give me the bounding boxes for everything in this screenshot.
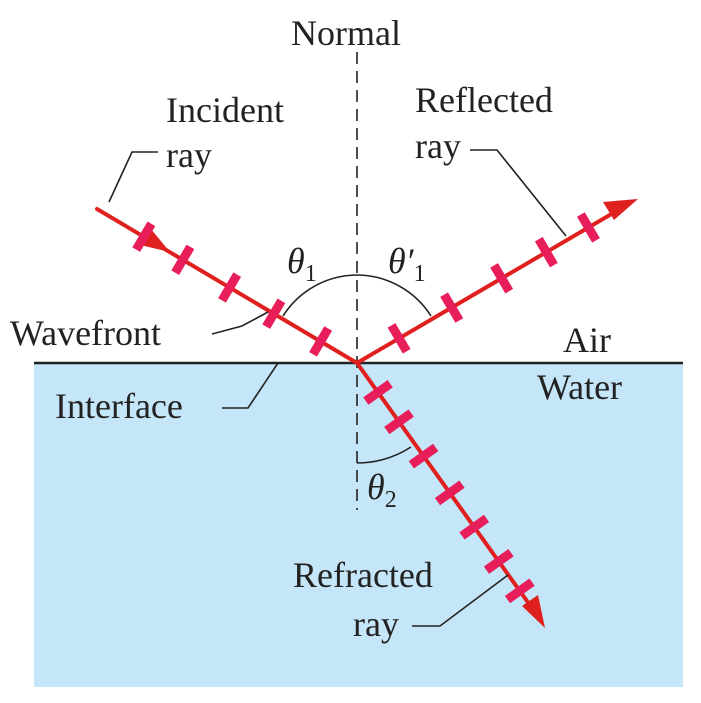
refracted-wavefront-tick-1 bbox=[363, 380, 393, 405]
refracted-leader bbox=[412, 574, 509, 627]
air-label: Air bbox=[563, 320, 611, 360]
incident-wavefront-tick-1 bbox=[132, 221, 156, 252]
incident-wavefront-tick-5 bbox=[309, 326, 333, 357]
theta1-prime-arc bbox=[356, 274, 432, 317]
reflected-wavefront-tick-2 bbox=[440, 292, 464, 323]
reflected-label-line1: Reflected bbox=[415, 80, 553, 120]
refracted-arrowhead bbox=[522, 595, 545, 628]
refracted-wavefront-tick-6 bbox=[483, 549, 514, 574]
refracted-wavefront-tick-7 bbox=[504, 578, 535, 604]
theta2-label: θ2 bbox=[367, 467, 397, 513]
refracted-label-line2: ray bbox=[353, 604, 399, 644]
reflected-leader bbox=[470, 149, 567, 237]
water-label: Water bbox=[537, 367, 622, 407]
theta1-arc bbox=[282, 274, 358, 317]
interface-leader bbox=[222, 362, 279, 409]
normal-label: Normal bbox=[291, 13, 401, 53]
reflected-arrowhead bbox=[603, 199, 638, 220]
refracted-wavefront-tick-2 bbox=[384, 409, 414, 435]
reflected-label-line2: ray bbox=[415, 126, 461, 166]
refracted-wavefront-tick-3 bbox=[408, 443, 439, 469]
interface-label: Interface bbox=[55, 386, 183, 426]
incident-wavefront-tick-3 bbox=[218, 272, 242, 303]
refracted-ray bbox=[355, 361, 534, 610]
water-region bbox=[34, 363, 683, 687]
refracted-wavefront-tick-5 bbox=[459, 514, 490, 540]
incident-label-line2: ray bbox=[166, 135, 212, 175]
rays-group bbox=[95, 199, 638, 628]
reflected-wavefront-tick-4 bbox=[534, 236, 558, 268]
wavefront-leader bbox=[211, 311, 269, 335]
reflected-wavefront-tick-3 bbox=[490, 263, 514, 294]
incident-wavefront-tick-2 bbox=[171, 244, 195, 275]
reflected-wavefront-tick-5 bbox=[577, 212, 600, 243]
wavefront-label: Wavefront bbox=[10, 313, 161, 353]
theta2-arc bbox=[356, 446, 412, 464]
reflected-wavefront-tick-1 bbox=[387, 323, 411, 354]
incident-leader bbox=[108, 151, 158, 203]
incident-wavefront-tick-4 bbox=[262, 298, 286, 329]
wavefront-ticks bbox=[132, 212, 600, 604]
refracted-wavefront-tick-4 bbox=[434, 480, 465, 506]
theta1-label: θ1 bbox=[287, 241, 317, 287]
refracted-label-line1: Refracted bbox=[293, 555, 433, 595]
theta1-prime-label: θ′1 bbox=[388, 241, 426, 287]
incident-label-line1: Incident bbox=[166, 90, 284, 130]
